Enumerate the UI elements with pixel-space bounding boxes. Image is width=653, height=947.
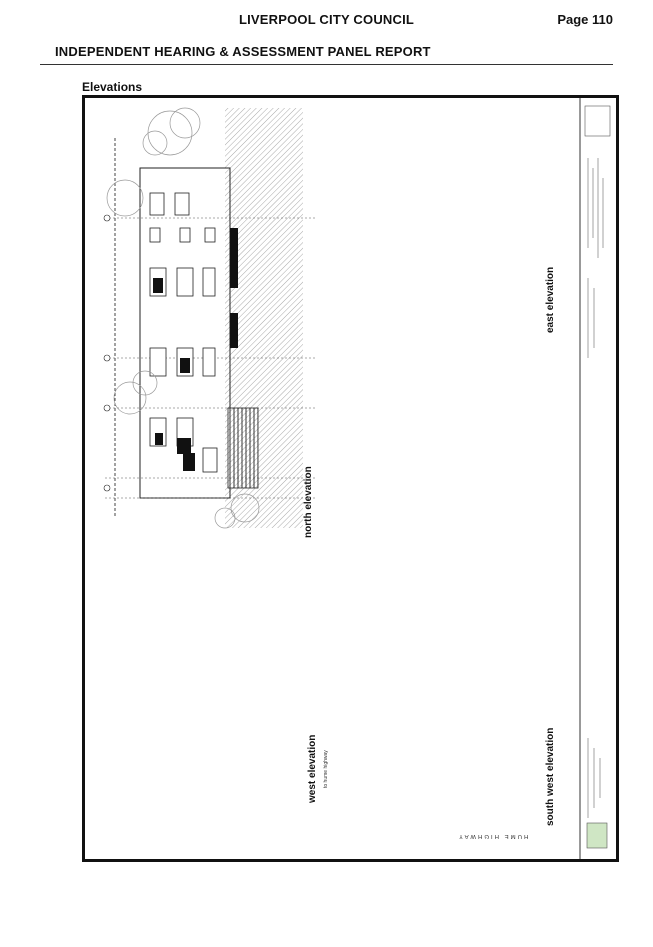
report-title: INDEPENDENT HEARING & ASSESSMENT PANEL R… [55,44,431,59]
page-number: Page 110 [557,12,613,27]
elevations-drawing-sheet: north elevation east elevation west elev… [82,95,619,862]
elevation-drawings [103,98,611,859]
north-elevation-label: north elevation [303,466,314,538]
header-rule [40,64,613,65]
south-west-elevation-label: south west elevation [545,727,556,826]
north-elevation [103,107,315,529]
west-elevation-label: west elevation [307,734,318,803]
council-name: LIVERPOOL CITY COUNCIL [238,12,415,27]
road-label: HUME HIGHWAY [457,833,529,839]
section-title: Elevations [82,80,143,94]
east-elevation-label: east elevation [545,266,556,333]
west-elevation-sublabel: to hume highway [323,750,329,788]
title-block [579,98,611,859]
